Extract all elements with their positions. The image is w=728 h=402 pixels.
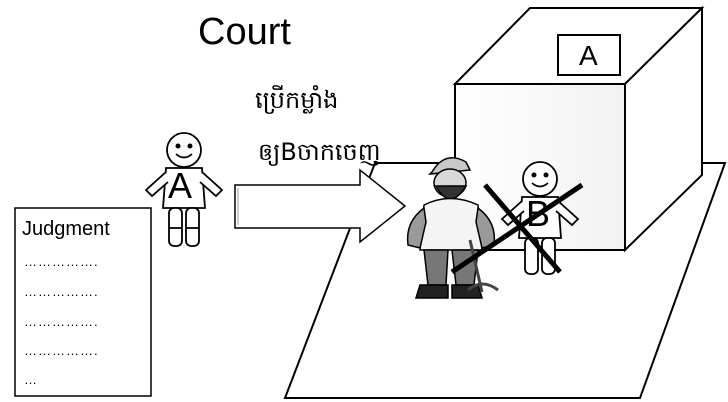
judgment-document: Judgment ……………. ……………. ……………. ……………. … xyxy=(14,207,152,397)
arrow-caption-line2: ឲ្យBចាកចេញ xyxy=(258,138,381,166)
judgment-line: ……………. xyxy=(24,254,99,269)
person-a-figure xyxy=(144,132,224,247)
judgment-line: ……………. xyxy=(24,314,99,329)
judgment-line: ……………. xyxy=(24,343,99,358)
judgment-line: ……………. xyxy=(24,284,99,299)
person-a-label: A xyxy=(168,165,192,206)
judgment-title: Judgment xyxy=(22,218,110,240)
building-label-box xyxy=(557,34,621,76)
building-label: A xyxy=(579,40,598,71)
cross-out-mark xyxy=(450,182,584,275)
judgment-line: … xyxy=(24,372,38,387)
force-arrow xyxy=(234,168,407,244)
arrow-caption-line1: ប្រើកម្លាំង xyxy=(255,85,338,114)
bouncer-figure xyxy=(406,157,499,299)
court-title: Court xyxy=(198,11,291,53)
